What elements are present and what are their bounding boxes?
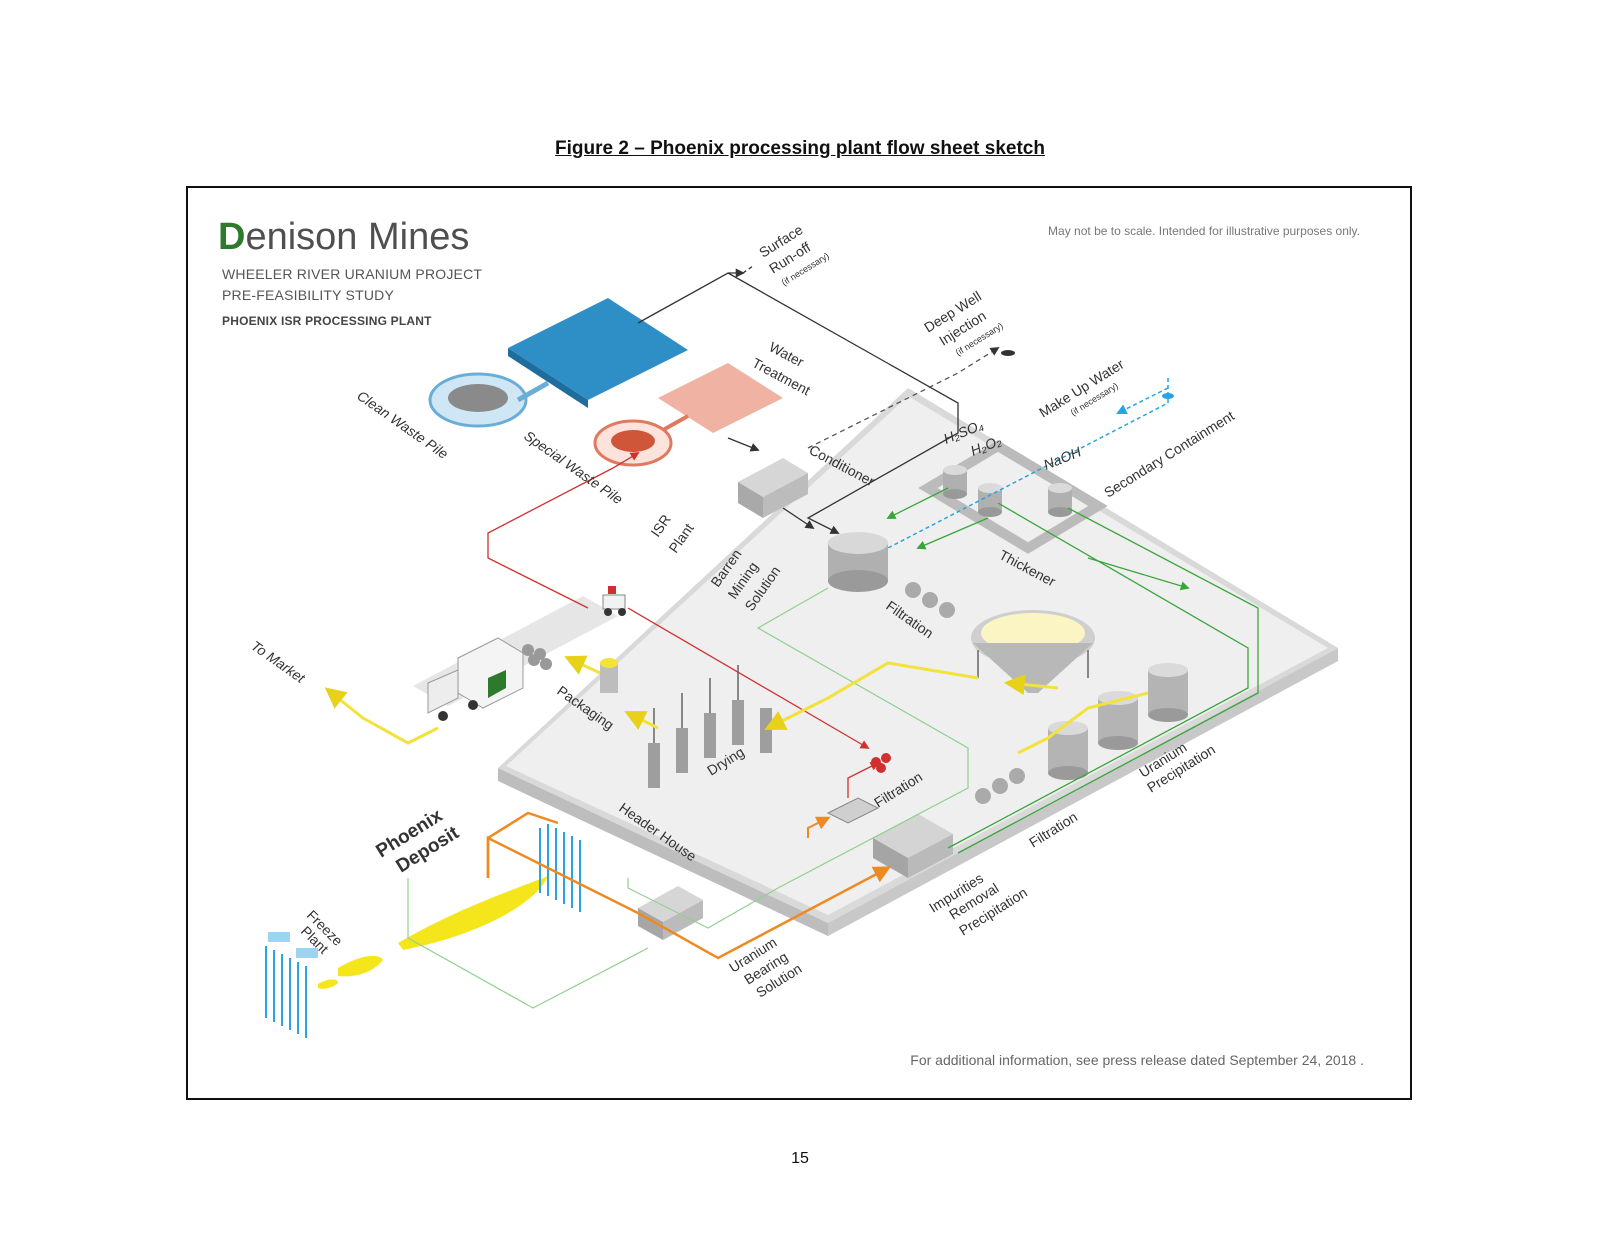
packaging-hopper — [600, 658, 618, 693]
water-treatment-building — [738, 458, 808, 518]
study-name: PRE-FEASIBILITY STUDY — [222, 287, 394, 303]
label-naoh: NaOH — [1041, 443, 1084, 473]
flow-lines — [324, 265, 1259, 1009]
drums — [522, 644, 552, 670]
label-secondary-containment: Secondary Containment — [1101, 407, 1237, 500]
disclaimer-note: May not be to scale. Intended for illust… — [1048, 224, 1360, 238]
flow-sheet-diagram: Surface Run-off (if necessary) Deep Well… — [248, 221, 1338, 1038]
filtration-table — [826, 797, 880, 824]
forklift — [602, 586, 626, 616]
press-release-note: For additional information, see press re… — [910, 1052, 1364, 1068]
filtration-unit-1 — [905, 582, 955, 618]
special-waste-pond — [658, 363, 783, 433]
naoh-tank — [1048, 483, 1072, 517]
conditioner-tank — [828, 532, 888, 592]
filtration-unit-2 — [975, 768, 1025, 804]
diagram-frame: Denison Mines WHEELER RIVER URANIUM PROJ… — [186, 186, 1412, 1100]
company-logo-mark: D — [218, 216, 246, 258]
company-name: enison Mines — [245, 216, 470, 258]
clean-waste-pile — [428, 372, 528, 428]
phoenix-deposit — [318, 876, 548, 989]
figure-title: Figure 2 – Phoenix processing plant flow… — [555, 138, 1045, 159]
wellfield — [539, 824, 581, 912]
page-number: 15 — [791, 1150, 809, 1167]
precipitation-tank-1 — [1048, 721, 1088, 780]
plant-slab — [413, 388, 1338, 936]
delivery-truck — [427, 637, 524, 721]
precipitation-tank-3 — [1148, 663, 1188, 722]
h2so4-tank — [943, 465, 967, 499]
secondary-containment-slab — [918, 440, 1108, 554]
plant-name: PHOENIX ISR PROCESSING PLANT — [222, 314, 432, 328]
impurities-removal-building — [873, 814, 953, 878]
thickener — [971, 610, 1095, 693]
label-to-market: To Market — [248, 637, 309, 686]
clean-water-pond — [508, 298, 688, 408]
company-logo: Denison Mines — [218, 216, 469, 259]
project-name: WHEELER RIVER URANIUM PROJECT — [222, 266, 483, 282]
label-isr-plant: ISR — [647, 511, 673, 539]
special-waste-pile — [593, 419, 673, 467]
h2o2-tank — [978, 483, 1002, 517]
dryers — [648, 665, 772, 788]
freeze-plant — [265, 932, 318, 1038]
